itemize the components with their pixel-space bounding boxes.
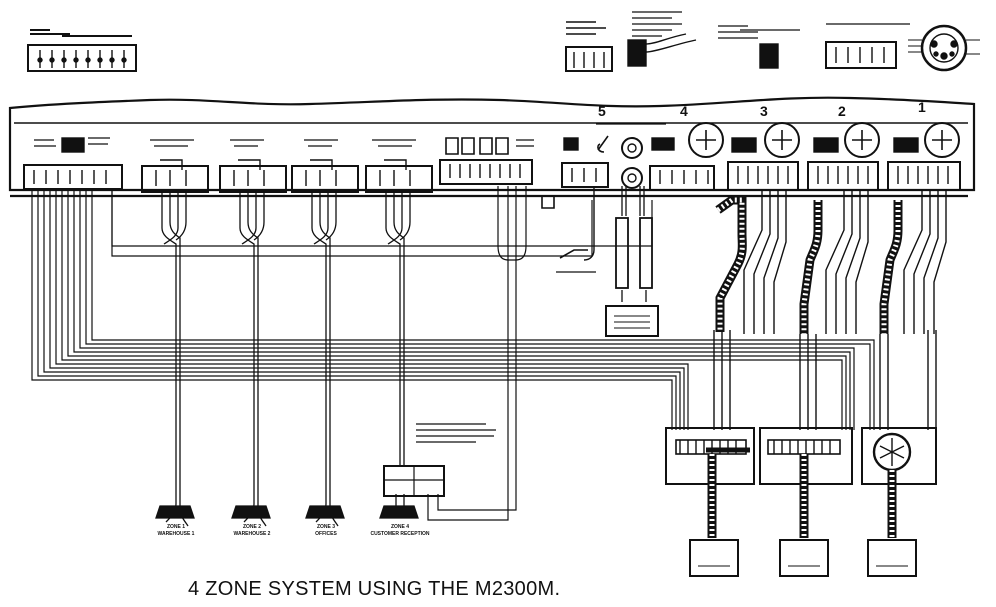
channel-1-label: 1 <box>918 99 926 115</box>
channel-3-cable <box>713 190 787 430</box>
channel-1-section <box>887 122 961 191</box>
channel-4-label: 4 <box>680 103 688 119</box>
channel-2-section <box>807 122 880 191</box>
zone-1-sub: WAREHOUSE 1 <box>158 531 195 537</box>
channel-number-labels: 5 4 3 2 1 <box>598 99 926 119</box>
channel-5-section <box>561 123 666 189</box>
remote-box-2 <box>759 427 853 577</box>
cassette-player-wiring <box>605 186 659 337</box>
group-select-connector <box>27 29 137 72</box>
link-loop-wiring <box>427 186 555 521</box>
zone-3-label: ZONE 3 <box>317 524 335 530</box>
zone-labels: ZONE 1 WAREHOUSE 1 ZONE 2 WAREHOUSE 2 ZO… <box>158 524 430 537</box>
diagram-caption: 4 ZONE SYSTEM USING THE M2300M. <box>188 578 561 600</box>
remote-box-1 <box>665 427 755 577</box>
channel-2-cable <box>799 190 869 430</box>
channel-2-label: 2 <box>838 103 846 119</box>
zone-4-cable <box>379 192 419 519</box>
zone-4-label: ZONE 4 <box>391 524 409 530</box>
zone-1-label: ZONE 1 <box>167 524 185 530</box>
volume-control-box <box>383 423 496 497</box>
zone-output-connectors <box>141 139 433 193</box>
zone-2-cable <box>231 192 271 527</box>
channel-5-label: 5 <box>598 103 606 119</box>
zone-3-sub: OFFICES <box>315 531 337 537</box>
group-select-wiring <box>31 190 875 430</box>
zone-2-label: ZONE 2 <box>243 524 261 530</box>
channel-4-section <box>649 122 724 191</box>
top-connectors-right <box>565 11 980 72</box>
zone-2-sub: WAREHOUSE 2 <box>234 531 271 537</box>
group-select-block <box>23 137 123 190</box>
panic-switch <box>556 186 596 273</box>
channel-3-section <box>727 122 800 191</box>
link-connector <box>439 137 534 185</box>
channel-3-label: 3 <box>760 103 768 119</box>
zone-1-cable <box>155 192 195 527</box>
remote-box-3 <box>861 427 937 577</box>
channel-1-cable <box>879 190 947 430</box>
zone-3-cable <box>305 192 345 527</box>
zone-4-sub: CUSTOMER RECEPTION <box>370 531 429 537</box>
